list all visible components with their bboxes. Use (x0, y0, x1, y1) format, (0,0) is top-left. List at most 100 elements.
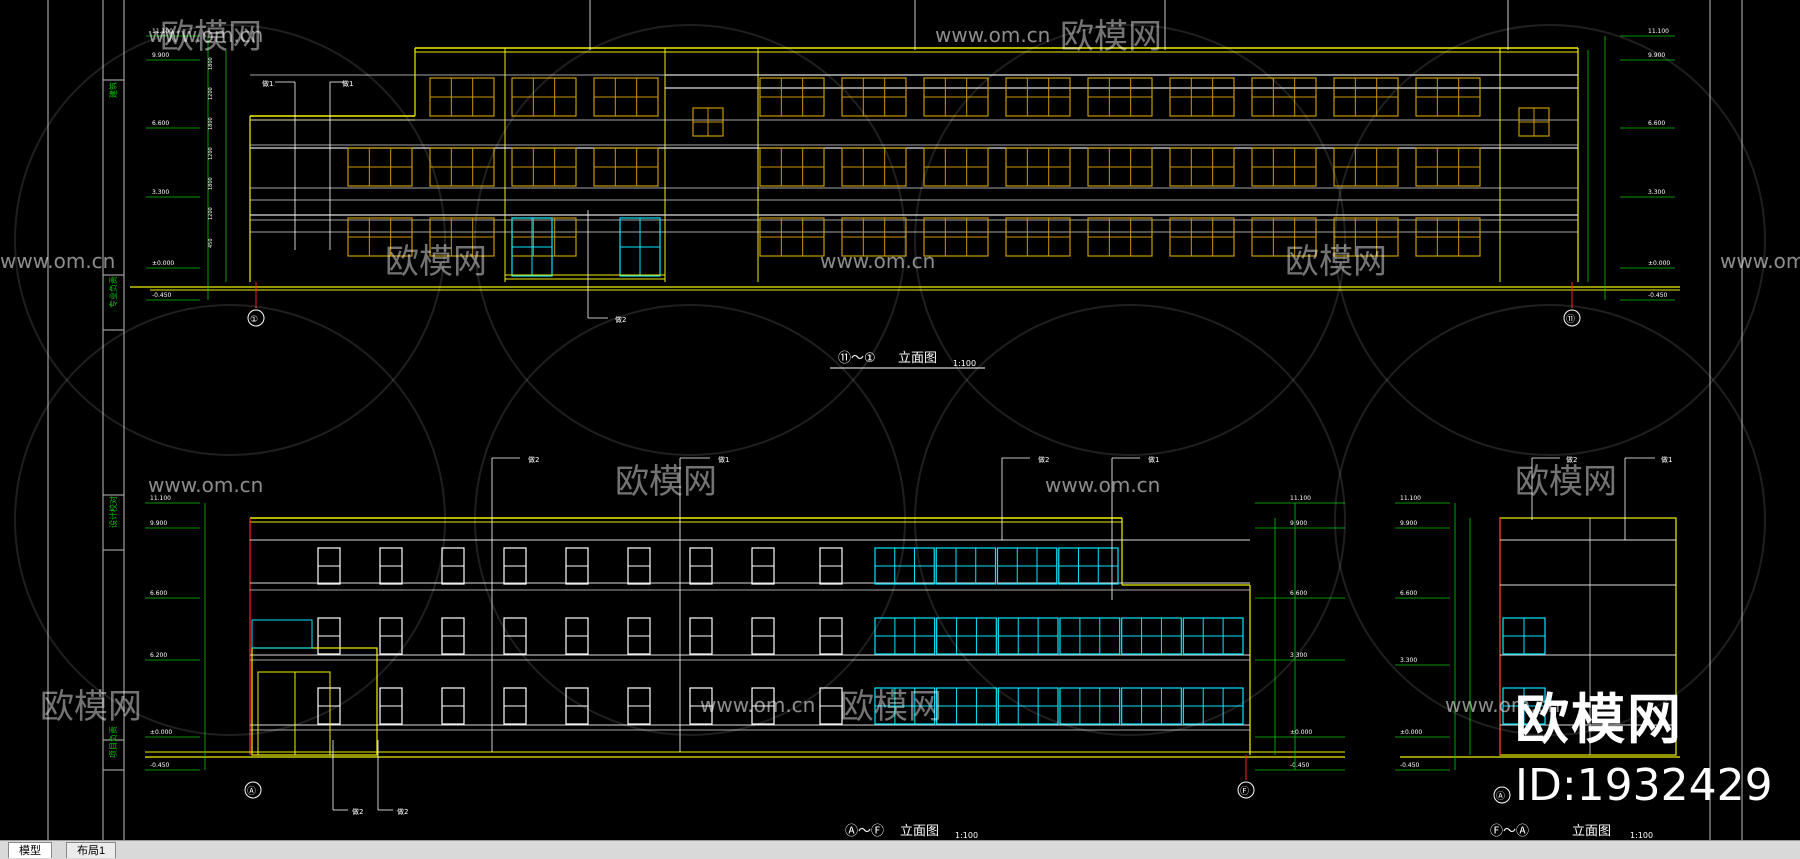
bottom-title-text: 立面图 (900, 824, 939, 839)
level-text: 9.900 (1648, 52, 1665, 59)
watermark-ring (474, 24, 906, 456)
level-text: 6.600 (150, 590, 167, 597)
axis-bubble (244, 781, 262, 799)
level-text: 6.600 (1400, 590, 1417, 597)
level-text: 11.100 (1290, 495, 1311, 502)
axis-bubble (247, 309, 265, 327)
sidebar-label: 专业负责 (108, 276, 118, 308)
url-watermark: www.om.cn (1445, 693, 1560, 717)
watermark-ring (474, 304, 906, 736)
level-text: -0.450 (1400, 762, 1420, 769)
side-title-axes: Ⓕ～Ⓐ (1490, 824, 1529, 839)
level-text: 9.900 (1400, 520, 1417, 527)
level-text: ±0.000 (1290, 729, 1312, 736)
level-text: 9.900 (1290, 520, 1307, 527)
callout: 做1 (1661, 455, 1672, 464)
level-text: 3.300 (1648, 189, 1665, 196)
url-watermark: www.om.cn (935, 23, 1050, 47)
level-text: 6.600 (1290, 590, 1307, 597)
level-text: 11.100 (152, 28, 173, 35)
dim-text: 1800 (208, 57, 214, 70)
brand-watermark: 欧模网 (840, 687, 942, 727)
level-text: 11.100 (1648, 28, 1669, 35)
level-text: 3.300 (1400, 657, 1417, 664)
brand-watermark: 欧模网 (1285, 242, 1387, 282)
level-text: 3.300 (152, 189, 169, 196)
top-title-scale: 1:100 (953, 359, 976, 368)
canopy-glass (251, 619, 313, 649)
brand-watermark: 欧模网 (385, 242, 487, 282)
sidebar-label: 项目负责 (108, 726, 118, 758)
level-text: -0.450 (1648, 292, 1668, 299)
brand-watermark: 欧模网 (615, 462, 717, 502)
level-text: -0.450 (152, 292, 172, 299)
level-text: -0.450 (1290, 762, 1310, 769)
url-watermark: www.om.cn (1720, 249, 1800, 273)
watermark-ring (1334, 24, 1766, 456)
axis-label: Ⓕ (1240, 786, 1249, 797)
callout: 做1 (718, 455, 729, 464)
level-text: 9.900 (150, 520, 167, 527)
level-text: ±0.000 (1400, 729, 1422, 736)
level-text: 6.600 (152, 120, 169, 127)
brand-watermark: 欧模网 (1515, 462, 1617, 502)
callout: 做2 (528, 455, 539, 464)
watermark-ring (914, 304, 1346, 736)
dim-text: 1800 (208, 117, 214, 130)
tab-model[interactable]: 模型 (8, 842, 52, 858)
top-title-text: 立面图 (898, 351, 937, 366)
callout: 做1 (262, 79, 273, 88)
callout: 做2 (397, 807, 408, 816)
side-title-scale: 1:100 (1630, 831, 1653, 840)
level-text: ±0.000 (150, 729, 172, 736)
layout-tab-bar: 模型 布局1 (0, 840, 1800, 859)
callout: 做2 (615, 315, 626, 324)
url-watermark: www.om.cn (1045, 473, 1160, 497)
callout: 做2 (352, 807, 363, 816)
level-text: 11.100 (150, 495, 171, 502)
url-watermark: www.om.cn (148, 473, 263, 497)
entrance-door (257, 671, 331, 756)
callout: 做1 (1148, 455, 1159, 464)
bottom-title-scale: 1:100 (955, 831, 978, 840)
watermark-ring (1334, 304, 1766, 736)
dim-text: 1200 (208, 147, 214, 160)
bottom-elevation: Ⓐ Ⓕ 11.100 9.900 6.600 6.200 ±0.000 -0.450 11.10… (145, 455, 1345, 816)
dim-text: 1800 (208, 177, 214, 190)
brand-watermark: 欧模网 (1060, 17, 1162, 57)
brand-watermark: 欧模网 (40, 687, 142, 727)
level-text: ±0.000 (1648, 260, 1670, 267)
dim-text: 1200 (208, 207, 214, 220)
entrance-canopy (251, 647, 378, 756)
axis-label: Ⓐ (247, 786, 256, 797)
dim-text: 450 (208, 238, 214, 248)
level-text: ±0.000 (152, 260, 174, 267)
axis-bubble (1493, 786, 1511, 804)
url-watermark: www.om.cn (148, 23, 263, 47)
url-watermark: www.om.cn (0, 249, 115, 273)
watermark-ring (914, 24, 1346, 456)
axis-bubble (1237, 781, 1255, 799)
callout: 做2 (1566, 455, 1577, 464)
level-text: 6.600 (1648, 120, 1665, 127)
axis-label: ⑪ (1566, 314, 1575, 325)
model-id-label: ID:1932429 (1515, 760, 1773, 811)
level-text: 3.300 (1290, 652, 1307, 659)
axis-label: ① (250, 315, 258, 325)
watermark-ring (14, 24, 446, 456)
level-text: 6.200 (150, 652, 167, 659)
drawing-frame (47, 0, 1743, 840)
url-watermark: www.om.cn (820, 249, 935, 273)
level-text: -0.450 (150, 762, 170, 769)
dim-text: 1200 (208, 87, 214, 100)
brand-watermark: 欧模网 (160, 17, 262, 57)
cad-drawing[interactable]: ① ⑪ 11.100 9.900 6.600 3.300 ±0.000 -0.450 11.10… (0, 0, 1800, 840)
brand-watermark: 欧模网 (1515, 688, 1683, 751)
callout: 做2 (1038, 455, 1049, 464)
elevation-titles: ⑪～① 立面图 1:100 Ⓐ～Ⓕ 立面图 1:100 Ⓕ～Ⓐ 立面图 1:10… (838, 351, 1653, 840)
tab-layout1[interactable]: 布局1 (66, 842, 117, 858)
side-title-text: 立面图 (1572, 824, 1611, 839)
bottom-title-axes: Ⓐ～Ⓕ (845, 824, 884, 839)
